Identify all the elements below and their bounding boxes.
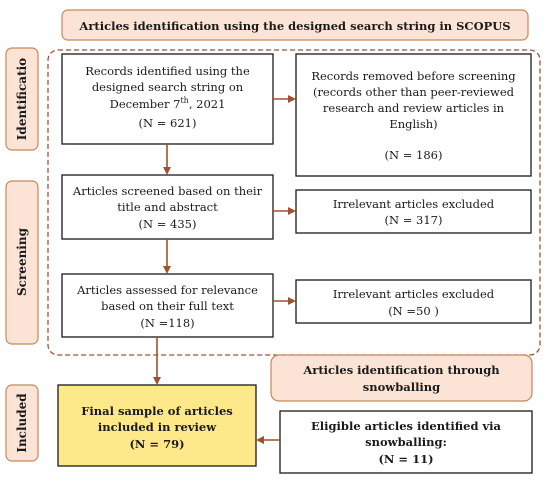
phase-label-identification: Identificatio [15, 58, 29, 140]
snowball-eligible-line2: snowballing: [365, 435, 447, 449]
excluded-1-box [295, 189, 532, 234]
phase-tab-identification [5, 47, 39, 151]
records-identified-date-a: December 7 [110, 97, 181, 111]
phase-label-screening: Screening [15, 227, 29, 296]
assessed-line1: Articles assessed for relevance [76, 283, 258, 297]
records-identified-line2: designed search string on [92, 80, 244, 94]
excluded-2-count: (N =50 ) [388, 304, 439, 318]
phase-label-included: Included [15, 393, 29, 453]
final-sample-count: (N = 79) [129, 437, 184, 451]
scopus-header-box [61, 9, 529, 41]
excluded-1-count: (N = 317) [385, 213, 443, 227]
final-sample-line2: included in review [98, 420, 217, 434]
snowball-eligible-count: (N = 11) [378, 452, 433, 466]
assessed-count: (N =118) [140, 316, 194, 330]
snowball-header-line1: Articles identification through [302, 363, 500, 377]
records-identified-line1: Records identified using the [85, 64, 250, 78]
assessed-line2: based on their full text [101, 299, 234, 313]
excluded-2-box [295, 279, 532, 324]
snowball-eligible-box [279, 410, 533, 474]
scopus-header-title: Articles identification using the design… [78, 19, 510, 33]
records-removed-line2: (records other than peer-reviewed [313, 85, 515, 99]
records-identified-date: December 7th, 2021 [110, 96, 226, 111]
snowball-eligible-line1: Eligible articles identified via [311, 419, 502, 433]
screened-box [61, 174, 274, 240]
assessed-box [61, 273, 274, 338]
records-removed-count: (N = 186) [385, 148, 443, 162]
screened-line1: Articles screened based on their [72, 184, 263, 198]
records-identified-date-b: , 2021 [189, 97, 226, 111]
phase-tab-included [5, 384, 39, 462]
excluded-2-line1: Irrelevant articles excluded [333, 287, 495, 301]
final-sample-line1: Final sample of articles [81, 404, 233, 418]
snowball-header-line2: snowballing [363, 380, 440, 394]
records-removed-line1: Records removed before screening [311, 69, 516, 83]
screened-count: (N = 435) [139, 217, 197, 231]
records-removed-line4: English) [389, 117, 437, 131]
excluded-1-line1: Irrelevant articles excluded [333, 197, 495, 211]
phase-tab-screening [5, 180, 39, 345]
snowball-header-box [270, 354, 533, 402]
screened-line2: title and abstract [117, 200, 218, 214]
records-identified-box [61, 53, 274, 145]
records-removed-box [295, 53, 532, 177]
final-sample-box [57, 384, 257, 467]
records-identified-count: (N = 621) [139, 116, 197, 130]
records-identified-date-sup: th [180, 96, 188, 105]
records-removed-line3: research and review articles in [323, 101, 505, 115]
